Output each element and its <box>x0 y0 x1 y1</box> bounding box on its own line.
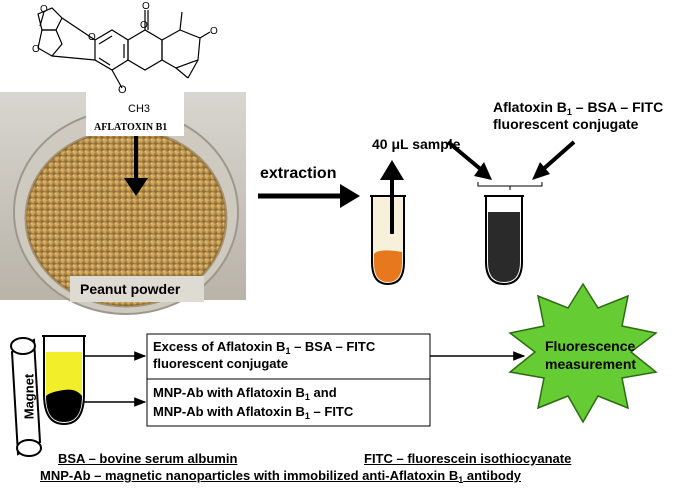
methyl-group-label: CH3 <box>128 103 151 115</box>
molecule-name: AFLATOXIN B1 <box>94 122 168 133</box>
svg-text:O: O <box>32 44 40 55</box>
conjugate-tube <box>484 195 524 286</box>
conjugate-label-line1: Aflatoxin B1 – BSA – FITC <box>493 99 664 117</box>
svg-text:O: O <box>40 4 48 15</box>
molecule-label-background <box>86 90 184 136</box>
svg-text:O: O <box>210 26 218 37</box>
pellet-line1: MNP-Ab with Aflatoxin B1 and <box>153 385 337 402</box>
separation-tube <box>42 335 86 426</box>
pellet-line2: MNP-Ab with Aflatoxin B1 – FITC <box>153 404 354 421</box>
aflatoxin-structure <box>37 7 211 115</box>
conjugate-label-line2: fluorescent conjugate <box>493 116 639 132</box>
conjugate-input-arrow-head <box>532 162 550 180</box>
molecule-arrow-head <box>124 178 148 196</box>
sample-to-conjugate-arrow <box>446 140 486 174</box>
magnet-label: Magnet <box>21 373 37 420</box>
photo-caption: Peanut powder <box>80 281 181 297</box>
supernatant-line1: Excess of Aflatoxin B1 – BSA – FITC <box>153 339 376 356</box>
conjugate-input-arrow <box>538 140 576 174</box>
legend-bsa: BSA – bovine serum albumin <box>58 451 238 466</box>
svg-text:O: O <box>88 32 96 43</box>
methoxy-oxygen-label: O <box>118 84 127 96</box>
measurement-star <box>508 282 658 424</box>
extraction-arrow-head <box>340 184 360 208</box>
conjugate-bracket <box>477 182 543 190</box>
magnet-cylinder <box>10 337 42 457</box>
legend-fitc: FITC – fluorescein isothiocyanate <box>364 451 572 466</box>
sample-label: 40 μL sample <box>372 136 461 152</box>
supernatant-line2: fluorescent conjugate <box>153 356 289 371</box>
svg-text:O: O <box>140 20 148 31</box>
sample-tube <box>370 195 406 286</box>
sample-to-conjugate-arrow-head <box>474 162 492 180</box>
pellet-box <box>146 378 431 427</box>
svg-text:O: O <box>142 1 150 12</box>
measurement-line2: measurement <box>545 356 637 372</box>
sample-arrow-head <box>380 160 404 180</box>
molecule-atom-labels: O O O O O O <box>32 1 218 55</box>
photo-caption-background <box>70 276 204 302</box>
extraction-label: extraction <box>260 165 337 182</box>
measurement-line1: Fluorescence <box>545 338 636 354</box>
supernatant-box <box>146 333 431 380</box>
legend-mnp-ab: MNP-Ab – magnetic nanoparticles with imm… <box>40 468 522 485</box>
